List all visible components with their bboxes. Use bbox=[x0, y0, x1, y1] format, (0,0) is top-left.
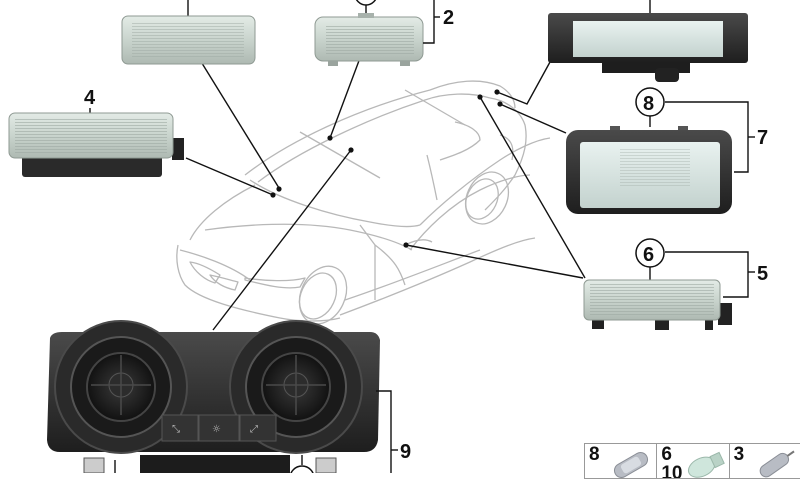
part-9-vent-panel[interactable]: ⤡ ☼ ⤢ 9 bbox=[47, 320, 411, 473]
callout-4: 4 bbox=[84, 87, 96, 109]
festoon-bulb-icon bbox=[759, 450, 795, 478]
leader-lines bbox=[185, 57, 586, 331]
part-2-interior-light[interactable]: 2 bbox=[314, 0, 454, 66]
callout-2: 2 bbox=[443, 7, 454, 29]
leader-dots bbox=[270, 89, 503, 248]
reading-light-right-button[interactable]: ⤢ bbox=[239, 414, 277, 442]
interior-light-button[interactable]: ☼ bbox=[198, 414, 240, 442]
festoon-bulb-icon bbox=[613, 452, 649, 478]
licence-plate-lamp[interactable] bbox=[548, 0, 748, 82]
callout-7: 7 bbox=[757, 127, 768, 149]
callout-9: 9 bbox=[400, 441, 411, 463]
reading-light-left-icon: ⤡ bbox=[172, 424, 180, 435]
part-1-lens[interactable] bbox=[121, 0, 256, 65]
callout-6: 6 bbox=[643, 244, 654, 266]
legend-number-2: 10 bbox=[661, 463, 683, 478]
legend-number: 6 bbox=[661, 444, 672, 465]
part-4-light[interactable]: 4 bbox=[8, 87, 184, 177]
left-vent[interactable] bbox=[54, 320, 188, 454]
part-5-door-light[interactable]: 6 5 bbox=[583, 238, 768, 330]
right-vent[interactable] bbox=[229, 320, 363, 454]
legend-number: 8 bbox=[589, 444, 600, 465]
part-7-rear-light[interactable]: 8 7 bbox=[566, 87, 768, 214]
interior-light-icon: ☼ bbox=[212, 424, 221, 435]
callout-8: 8 bbox=[643, 93, 654, 115]
bulb-legend: 8 6 10 3 bbox=[584, 443, 800, 479]
legend-number: 3 bbox=[733, 444, 745, 465]
reading-light-right-icon: ⤢ bbox=[250, 424, 258, 435]
car-outline bbox=[176, 80, 551, 325]
wedge-bulb-icon bbox=[688, 451, 726, 478]
reading-light-left-button[interactable]: ⤡ bbox=[161, 414, 199, 442]
callout-5: 5 bbox=[757, 263, 768, 285]
